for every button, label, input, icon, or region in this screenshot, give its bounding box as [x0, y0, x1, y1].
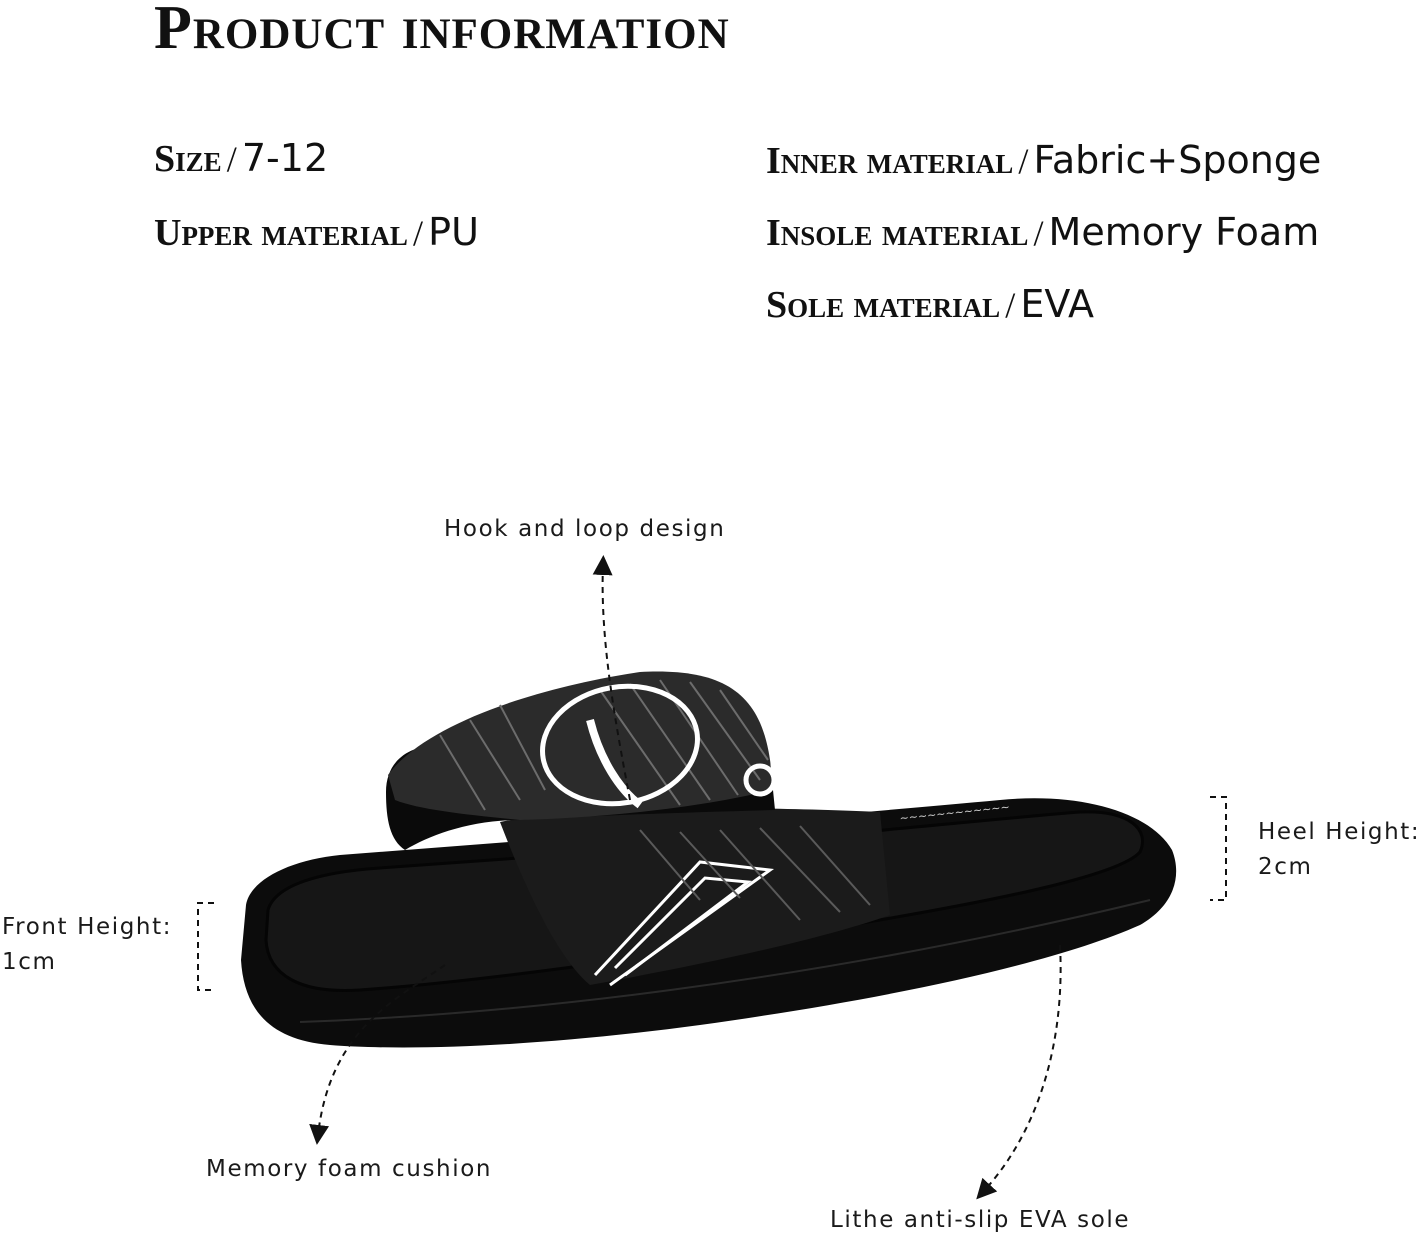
spec-value: 7-12 — [241, 136, 329, 180]
spec-separator: / — [1018, 141, 1029, 181]
spec-label: Upper material — [154, 212, 408, 254]
callout-memory-foam-cushion: Memory foam cushion — [206, 1156, 493, 1182]
spec-inner-material: Inner material / Fabric+Sponge — [766, 136, 1321, 192]
callout-anti-slip-sole: Lithe anti-slip EVA sole — [830, 1207, 1131, 1233]
sole-ridges — [299, 899, 1151, 1023]
spec-value: Memory Foam — [1048, 210, 1320, 254]
spec-label: Sole material — [766, 284, 1001, 326]
front-height-bracket — [197, 902, 214, 991]
spec-value: Fabric+Sponge — [1033, 138, 1322, 182]
spec-separator: / — [413, 213, 424, 253]
callout-heel-height-value: 2cm — [1258, 854, 1313, 880]
heel-height-bracket — [1210, 796, 1227, 901]
spec-value: PU — [428, 210, 479, 254]
spec-label: Inner material — [766, 140, 1014, 182]
spec-separator: / — [226, 139, 237, 179]
spec-label: Size — [154, 138, 222, 180]
callout-front-height-value: 1cm — [2, 949, 57, 975]
spec-label: Insole material — [766, 212, 1029, 254]
callout-hook-and-loop: Hook and loop design — [444, 516, 726, 542]
spec-insole-material: Insole material / Memory Foam — [766, 208, 1319, 264]
page-title: Product information — [154, 0, 730, 62]
callout-front-height-label: Front Height: — [2, 914, 173, 940]
spec-separator: / — [1005, 285, 1016, 325]
sole-leader-line — [976, 944, 1062, 1200]
sandal-lower-strap — [500, 807, 890, 985]
hook-leader-line — [592, 555, 631, 801]
spec-size: Size / 7-12 — [154, 134, 328, 190]
lower-strap-print — [593, 860, 775, 987]
cushion-leader-line — [309, 964, 446, 1145]
callout-heel-height-label: Heel Height: — [1258, 819, 1421, 845]
spec-sole-material: Sole material / EVA — [766, 280, 1094, 336]
spec-upper-material: Upper material / PU — [154, 208, 479, 264]
spec-value: EVA — [1020, 282, 1094, 326]
spec-separator: / — [1033, 213, 1044, 253]
